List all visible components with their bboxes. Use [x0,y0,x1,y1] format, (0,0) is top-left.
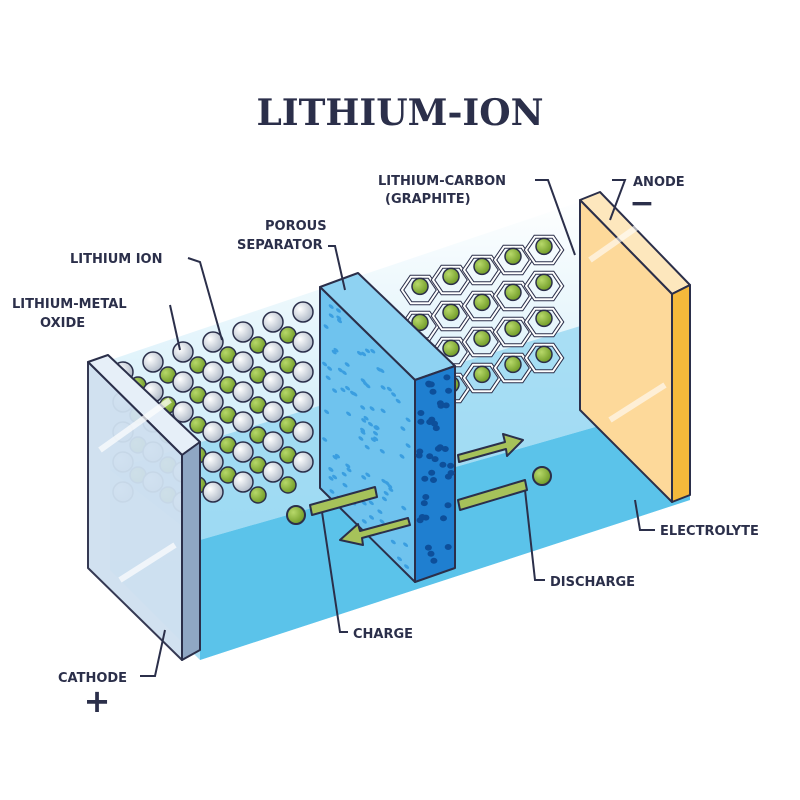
metal-oxide-sphere [292,421,314,443]
metal-oxide-sphere [202,331,224,353]
lithium-ion-dot [532,466,552,486]
discharge-bar [457,479,528,511]
porous-separator [319,272,456,583]
title: LITHIUM-ION [256,92,543,134]
lithium-ion-sphere [442,303,460,322]
label-porous: POROUS [265,219,327,234]
metal-oxide-sphere [202,451,224,473]
lithium-ion-sphere [473,257,491,276]
lithium-ion-sphere [535,309,553,328]
discharge-arrows [457,433,552,511]
metal-oxide-sphere [262,461,284,483]
metal-oxide-sphere [202,361,224,383]
lithium-ion-dot [286,505,306,525]
label-anode: ANODE [633,175,685,190]
metal-oxide-sphere [262,431,284,453]
metal-oxide-sphere [262,371,284,393]
metal-oxide-sphere [172,401,194,423]
metal-oxide-sphere [292,301,314,323]
metal-oxide-sphere [262,401,284,423]
metal-oxide-sphere [232,411,254,433]
metal-oxide-sphere [232,351,254,373]
leader-lines [140,179,655,677]
label-electrolyte: ELECTROLYTE [660,524,759,539]
anode-plate [579,191,691,503]
metal-oxide-sphere [262,341,284,363]
metal-oxide-sphere [202,421,224,443]
lithium-ion-sphere [535,237,553,256]
lithium-ion-sphere [249,486,267,504]
metal-oxide-sphere [172,341,194,363]
lithium-ion-sphere [442,339,460,358]
metal-oxide-sphere [292,391,314,413]
lithium-ion-sphere [504,355,522,374]
lithium-ion-sphere [473,365,491,384]
lithium-ion-sphere [411,277,429,296]
metal-oxide-sphere [292,451,314,473]
lithium-ion-sphere [279,476,297,494]
charge-arrows [286,486,411,546]
label-graphite: (GRAPHITE) [385,192,471,207]
label-cathode: CATHODE [58,671,127,686]
minus-sign: − [629,186,654,221]
arrow-right-icon [457,433,524,463]
metal-oxide-sphere [142,351,164,373]
label-separator: SEPARATOR [237,238,323,253]
metal-oxide-sphere [202,391,224,413]
metal-oxide-sphere [232,381,254,403]
metal-oxide-sphere [232,321,254,343]
lithium-ion-sphere [504,283,522,302]
lithium-ion-sphere [504,247,522,266]
arrow-left-icon [339,517,411,546]
plus-sign: + [84,682,111,720]
label-charge: CHARGE [353,627,413,642]
metal-oxide-sphere [232,441,254,463]
label-discharge: DISCHARGE [550,575,635,590]
label-lithium-ion: LITHIUM ION [70,252,163,267]
lithium-ion-sphere [473,329,491,348]
lithium-ion-sphere [535,345,553,364]
graphite-lattice [399,234,565,404]
metal-oxide-sphere [292,331,314,353]
lithium-ion-sphere [535,273,553,292]
lithium-ion-sphere [442,267,460,286]
charge-bar [309,486,378,516]
label-lithium-carbon: LITHIUM-CARBON [378,174,506,189]
metal-oxide-sphere [292,361,314,383]
lithium-ion-sphere [473,293,491,312]
lithium-ion-sphere [504,319,522,338]
metal-oxide-sphere [232,471,254,493]
metal-oxide-sphere [262,311,284,333]
cathode-plate [87,354,201,661]
label-oxide: OXIDE [40,316,85,331]
lithium-ion-sphere [411,313,429,332]
metal-oxide-sphere [202,481,224,503]
label-lithium-metal: LITHIUM-METAL [12,297,127,312]
metal-oxide-sphere [172,371,194,393]
